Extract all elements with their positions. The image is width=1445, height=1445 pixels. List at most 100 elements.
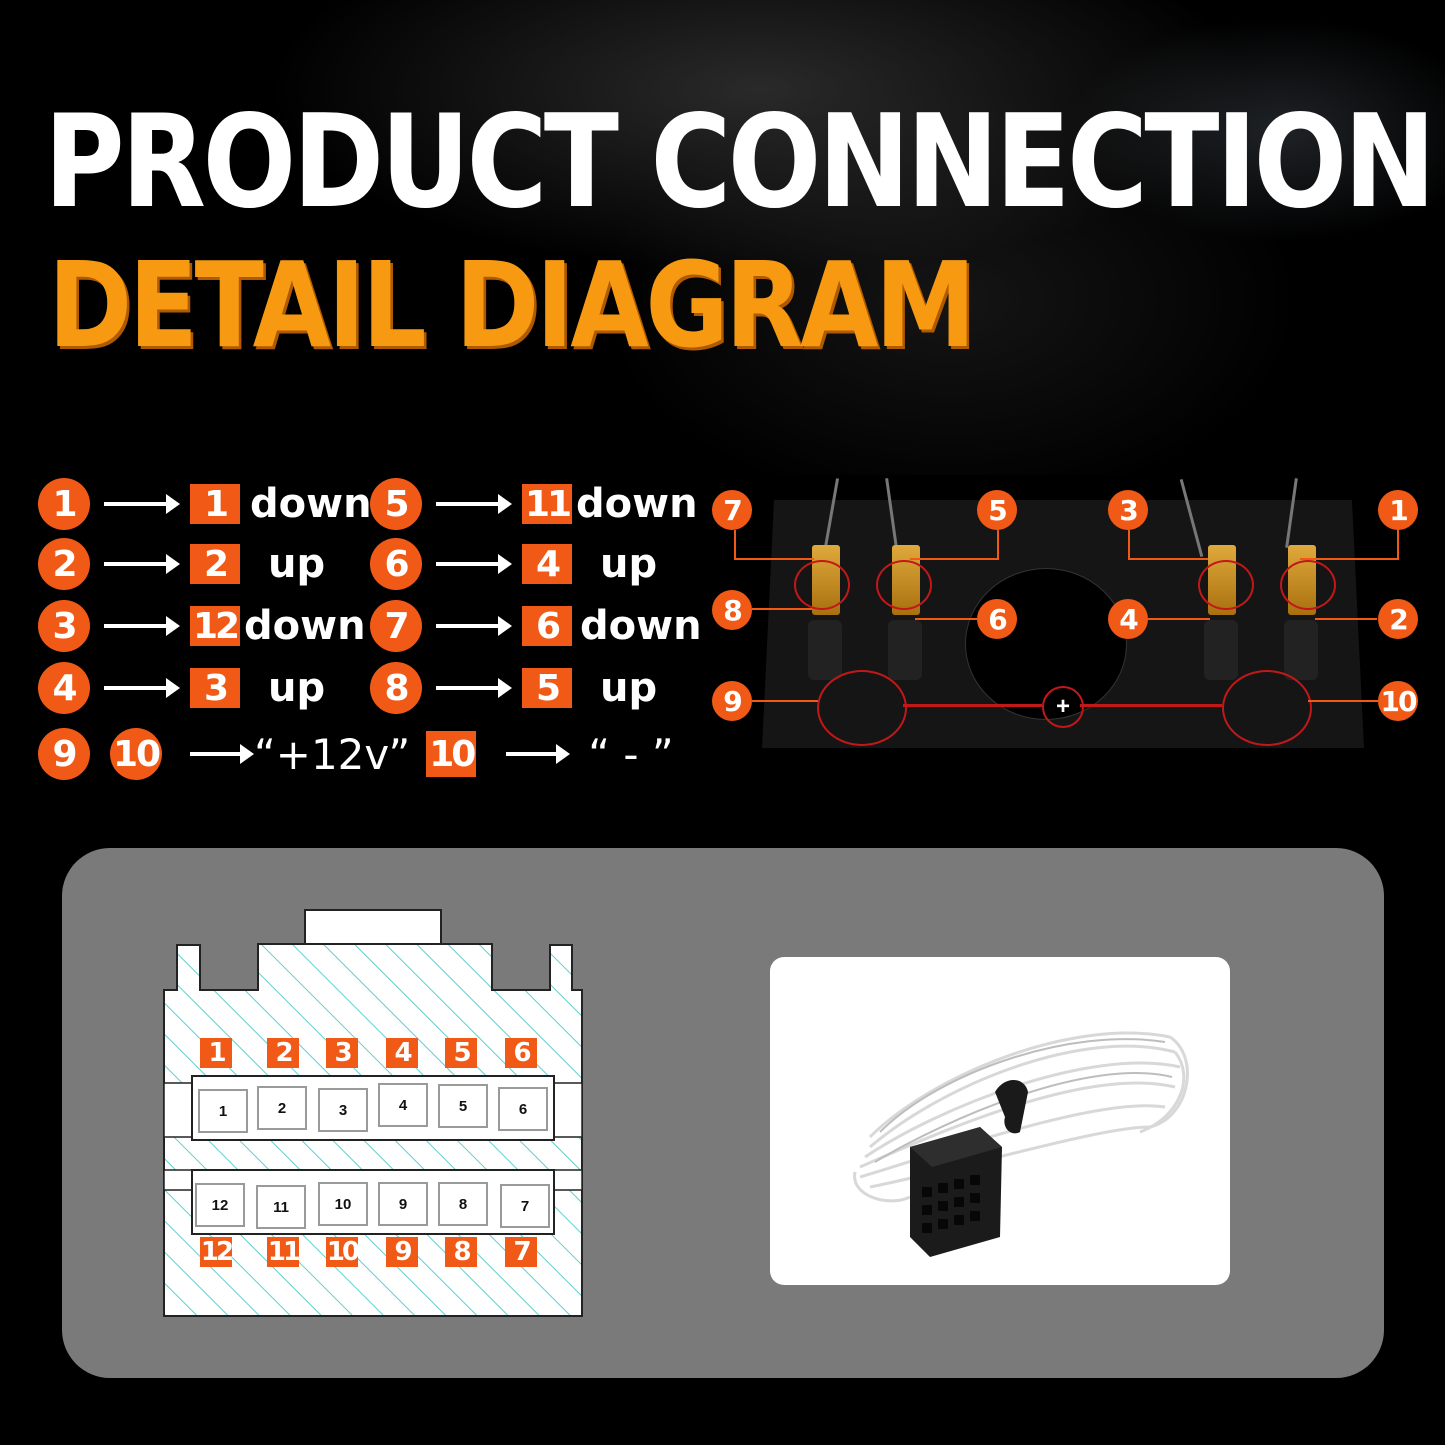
- pin-number-badge: 12: [190, 606, 240, 647]
- switch-number-badge: 1: [38, 478, 90, 530]
- pin-badge-bottom: 12: [200, 1237, 234, 1267]
- rocker-switch: [1204, 620, 1238, 680]
- connector-pin: 5: [438, 1084, 488, 1128]
- direction-label: down: [576, 481, 698, 527]
- leader-line: [910, 558, 999, 560]
- title-line-1: PRODUCT CONNECTION: [44, 88, 1436, 237]
- photo-label-1: 1: [1378, 490, 1418, 530]
- arrow-right-icon: [104, 494, 180, 514]
- pin-badge-top: 3: [326, 1038, 358, 1068]
- connector-pin: 8: [438, 1182, 488, 1226]
- switch-number-badge: 8: [370, 662, 422, 714]
- switch-number-badge: 6: [370, 538, 422, 590]
- arrow-right-icon: [104, 554, 180, 574]
- arrow-right-icon: [436, 678, 512, 698]
- legend-row: 8 5 up: [370, 662, 657, 714]
- connector-pin: 1: [198, 1089, 248, 1133]
- highlight-ring: [817, 670, 907, 746]
- connector-pin: 6: [498, 1087, 548, 1131]
- arrow-right-icon: [436, 616, 512, 636]
- leader-line: [734, 558, 814, 560]
- positive-label: “+12v”: [254, 729, 411, 779]
- rocker-switch: [808, 620, 842, 680]
- pin-badge-bottom: 9: [386, 1237, 418, 1267]
- leader-line: [752, 700, 818, 702]
- leader-line: [1308, 700, 1378, 702]
- direction-label: up: [268, 665, 326, 711]
- connector-pin: 7: [500, 1184, 550, 1228]
- pin-number-badge: 3: [190, 668, 240, 709]
- pin-badge-bottom: 10: [326, 1237, 360, 1267]
- legend-row: 5 11 down: [370, 478, 698, 530]
- direction-label: up: [268, 541, 326, 587]
- plus-symbol: +: [1042, 686, 1084, 728]
- legend-row: 3 12 down: [38, 600, 366, 652]
- connection-line: [903, 704, 1042, 707]
- direction-label: up: [600, 665, 658, 711]
- direction-label: up: [600, 541, 658, 587]
- leader-line: [915, 618, 977, 620]
- arrow-right-icon: [436, 494, 512, 514]
- pin-badge-bottom: 7: [505, 1237, 537, 1267]
- leader-line: [997, 530, 999, 560]
- legend-row: 1 1 down: [38, 478, 372, 530]
- direction-label: down: [580, 603, 702, 649]
- highlight-ring: [1198, 560, 1254, 610]
- switch-number-badge: 4: [38, 662, 90, 714]
- arrow-right-icon: [104, 678, 180, 698]
- photo-label-3: 3: [1108, 490, 1148, 530]
- leader-line: [1128, 558, 1208, 560]
- connector-pin: 3: [318, 1088, 368, 1132]
- switch-number-badge: 5: [370, 478, 422, 530]
- leader-line: [752, 608, 812, 610]
- arrow-right-icon: [506, 744, 571, 764]
- rocker-switch: [1284, 620, 1318, 680]
- rocker-switch: [888, 620, 922, 680]
- connector-pin: 12: [195, 1183, 245, 1227]
- pin-number-badge: 6: [522, 606, 572, 647]
- leader-line: [734, 530, 736, 560]
- pin-badge-top: 1: [200, 1038, 232, 1068]
- pin-badge-bottom: 11: [267, 1237, 301, 1267]
- harness-product-image: [770, 957, 1230, 1285]
- leader-line: [1148, 618, 1210, 620]
- connector-pin: 9: [378, 1182, 428, 1226]
- legend-row: 2 2 up: [38, 538, 325, 590]
- legend-row: 7 6 down: [370, 600, 702, 652]
- legend-row: 4 3 up: [38, 662, 325, 714]
- connector-pin: 2: [257, 1086, 307, 1130]
- highlight-ring: [794, 560, 850, 610]
- legend-row: 6 4 up: [370, 538, 657, 590]
- pin-badge-top: 6: [505, 1038, 537, 1068]
- arrow-right-icon: [436, 554, 512, 574]
- highlight-ring: [876, 560, 932, 610]
- photo-label-10: 10: [1378, 681, 1418, 721]
- pin-badge-top: 2: [267, 1038, 299, 1068]
- photo-label-7: 7: [712, 490, 752, 530]
- connector-pin: 11: [256, 1185, 306, 1229]
- leader-line: [1300, 558, 1399, 560]
- direction-label: down: [250, 481, 372, 527]
- pin-number-badge: 4: [522, 544, 572, 585]
- title-line-2: DETAIL DIAGRAM: [48, 236, 976, 374]
- pin-number-badge: 5: [522, 668, 572, 709]
- photo-label-5: 5: [977, 490, 1017, 530]
- photo-label-2: 2: [1378, 599, 1418, 639]
- pin-badge-top: 4: [386, 1038, 418, 1068]
- connector-pin: 4: [378, 1083, 428, 1127]
- leader-line: [1397, 530, 1399, 560]
- pin-number-badge: 1: [190, 484, 240, 525]
- connector-pin: 10: [318, 1182, 368, 1226]
- photo-label-4: 4: [1108, 599, 1148, 639]
- pin-number-badge: 10: [426, 731, 476, 777]
- wiring-legend: 1 1 down 2 2 up 3 12 down 4 3 up 5 11 do…: [38, 478, 702, 788]
- highlight-ring: [1280, 560, 1336, 610]
- switch-number-badge: 7: [370, 600, 422, 652]
- arrow-right-icon: [104, 616, 180, 636]
- photo-label-9: 9: [712, 681, 752, 721]
- switch-number-badge: 2: [38, 538, 90, 590]
- connection-line: [1080, 704, 1222, 707]
- arrow-right-icon: [190, 744, 254, 764]
- negative-label: “ - ”: [588, 729, 674, 779]
- switch-number-badge: 10: [110, 728, 162, 780]
